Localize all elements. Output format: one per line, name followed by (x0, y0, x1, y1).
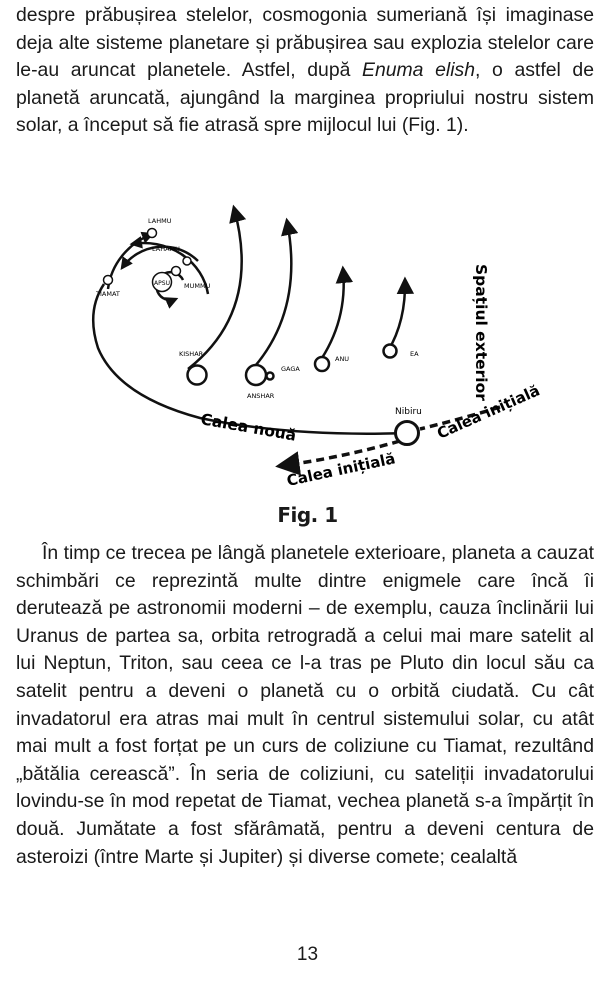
paragraph-intro-text-end: , o astfel de planetă aruncată, ajungând… (16, 59, 594, 137)
mummu-label: MUMMU (184, 282, 211, 290)
gaga-planet (265, 371, 275, 381)
initial-path-right (419, 405, 501, 431)
anu-label: ANU (335, 355, 349, 363)
paragraph-body: În timp ce trecea pe lângă planetele ext… (16, 542, 594, 868)
new-path-label: Calea nouă (199, 410, 297, 445)
inner-planets (102, 227, 192, 286)
tiamat-planet (102, 274, 114, 286)
outer-orbits (187, 204, 415, 375)
anshar-orbit (247, 217, 299, 375)
ea-label: EA (410, 350, 419, 358)
initial-path-lower-label: Calea inițială (285, 449, 397, 490)
outer-planets (186, 343, 398, 387)
lahmu-label: LAHMU (148, 217, 172, 225)
kishar-label: KISHAR (179, 350, 204, 358)
gaga-label: GAGA (281, 365, 300, 373)
anshar-label: ANSHAR (247, 392, 275, 400)
anu-planet (313, 355, 331, 373)
nibiru-label: Nibiru (395, 407, 422, 417)
ea-orbit (386, 276, 415, 352)
lahamu-planet (182, 256, 192, 266)
anu-orbit (316, 265, 354, 365)
apsu-sun (151, 271, 173, 293)
outer-space-label: Spațiul exterior (472, 264, 490, 401)
paragraph-intro: despre prăbușirea stelelor, cosmogonia s… (16, 2, 594, 140)
lahamu-orbit (120, 245, 199, 271)
enuma-elish-title: Enuma elish (362, 59, 475, 82)
solar-system-diagram: APSU LAHMU LAHAMU TIAMAT MUMMU KISHAR GA… (92, 204, 543, 490)
page-number: 13 (296, 944, 319, 965)
nibiru-planet (394, 420, 420, 446)
mummu-planet (170, 265, 182, 277)
kishar-planet (186, 364, 208, 386)
figure-caption: Fig. 1 (277, 503, 338, 527)
apsu-label: APSU (154, 280, 170, 287)
lahamu-label: LAHAMU (152, 245, 180, 253)
paragraph-intro-text: despre prăbușirea stelelor, cosmogonia s… (16, 4, 594, 82)
initial-path-lower (275, 439, 401, 476)
ea-planet (382, 343, 398, 359)
new-path-curve (92, 283, 408, 435)
lahmu-planet (146, 227, 158, 239)
anshar-planet (244, 363, 268, 387)
kishar-orbit (187, 204, 247, 370)
tiamat-label: TIAMAT (95, 290, 120, 298)
